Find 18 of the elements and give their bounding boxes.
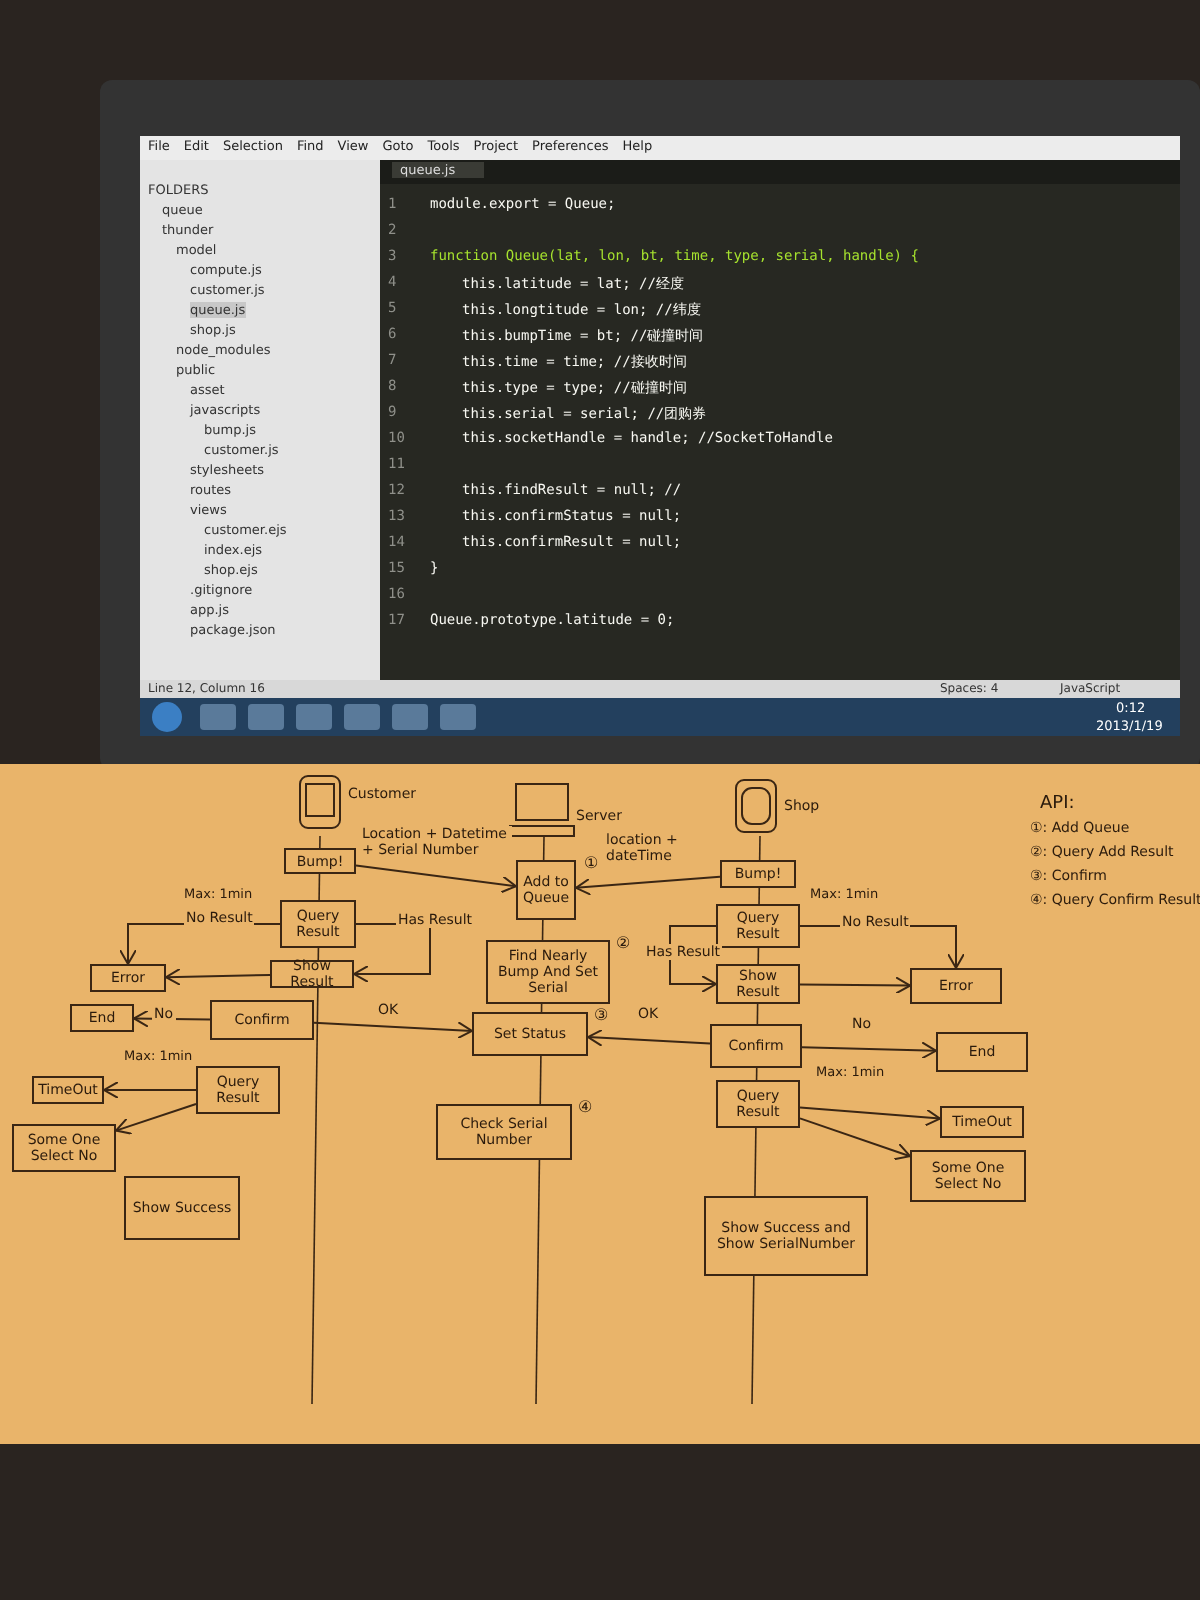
- arrow: [669, 925, 717, 993]
- step-number: ③: [594, 1008, 609, 1024]
- arrow: [133, 1009, 211, 1028]
- arrow: [799, 976, 911, 995]
- arrow: [799, 1117, 911, 1161]
- api-heading: API:: [1040, 796, 1075, 812]
- arrow: [801, 1041, 937, 1060]
- arrow: [313, 1021, 473, 1040]
- step-number: ④: [578, 1100, 593, 1116]
- arrow: [103, 1081, 197, 1099]
- arrow: [587, 1028, 711, 1047]
- step-number: ②: [616, 936, 631, 952]
- arrow: [115, 1103, 197, 1135]
- arrow: [355, 864, 517, 894]
- arrow: [575, 875, 721, 896]
- step-number: ①: [584, 856, 599, 872]
- arrow: [799, 1106, 941, 1127]
- arrow: [165, 967, 271, 986]
